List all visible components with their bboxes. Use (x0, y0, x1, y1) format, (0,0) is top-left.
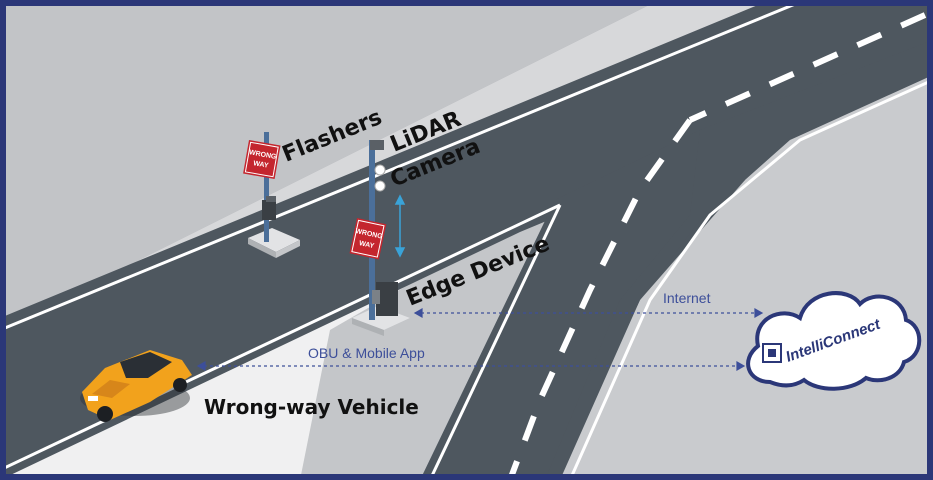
internet-link (413, 307, 764, 319)
center-dash-main (688, 12, 927, 123)
label-obu-mobile-app: OBU & Mobile App (308, 345, 425, 361)
flashers-pole (248, 132, 300, 258)
camera-icon (374, 164, 386, 176)
cloud-icon (746, 291, 922, 391)
edge-line-right (568, 78, 933, 480)
lidar-sign: WRONG WAY (349, 218, 387, 260)
ramp-edge (545, 40, 933, 480)
sign-word-1: WRONG (248, 149, 277, 161)
center-dash-ramp (507, 118, 693, 480)
flashers-sign: WRONG WAY (243, 140, 281, 180)
edge-line-top (0, 0, 806, 332)
height-arrow (394, 194, 406, 258)
label-internet: Internet (663, 290, 711, 306)
chip-icon (762, 343, 782, 363)
sign2-word-2: WAY (358, 240, 375, 250)
sign-word-2: WAY (253, 160, 270, 170)
wrong-way-car (80, 350, 192, 422)
label-wrong-way-vehicle: Wrong-way Vehicle (204, 395, 419, 419)
edge-line-gore (428, 204, 562, 480)
lidar-sensor-icon (370, 140, 384, 150)
gore-area (300, 200, 555, 480)
obu-link (196, 360, 746, 372)
edge-line-bottom (0, 203, 561, 472)
edge-device-box (376, 282, 398, 316)
